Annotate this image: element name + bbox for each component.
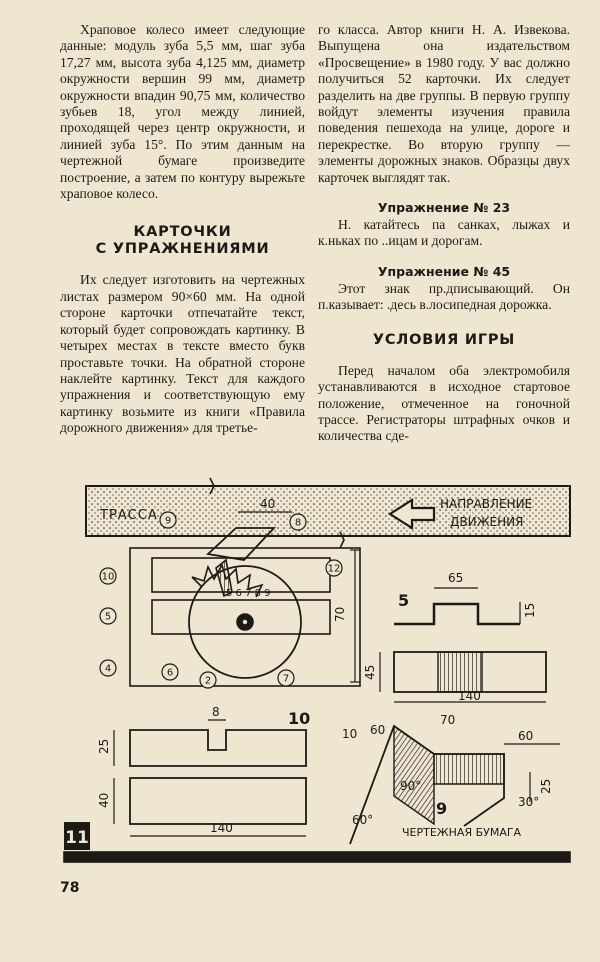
callout-circle-8: [289, 513, 307, 531]
technical-drawing: 11 ТРАССА НАПРАВЛЕНИЕ ДВИЖЕНИЯ ЧЕРТЕЖНАЯ…: [60, 472, 572, 867]
callout-circle-6: [161, 663, 179, 681]
part-9-label: 9: [436, 799, 447, 818]
track-break-mark: [209, 477, 215, 495]
callout-label-4: 4: [105, 664, 111, 675]
dim-90deg: 90°: [400, 779, 421, 793]
dim-140-mid: 140: [458, 689, 481, 703]
exercise-45-title: Упражнение № 45: [377, 263, 511, 279]
wheel-digits: 5 6 7 8 9: [226, 588, 271, 599]
callout-label-12: 12: [328, 564, 341, 575]
direction-arrow: [387, 497, 436, 531]
slot-5: [151, 599, 331, 635]
exercise-23-title: Упражнение № 23: [377, 200, 511, 216]
bottom-bar: [63, 851, 571, 863]
games-paragraph: Перед началом оба электромобиля устанавл…: [318, 362, 570, 444]
slot-10: [151, 557, 331, 593]
dim-10: 10: [342, 727, 357, 741]
callout-circle-7: [277, 669, 295, 687]
dim-25-left: 25: [97, 739, 111, 754]
dim-30deg: 30°: [518, 795, 539, 809]
dim-15: 15: [523, 603, 537, 618]
drawing-svg: 11 ТРАССА НАПРАВЛЕНИЕ ДВИЖЕНИЯ ЧЕРТЕЖНАЯ…: [63, 477, 571, 863]
figure-number-box: [64, 822, 90, 850]
ratchet-wheel: [188, 565, 302, 679]
page-number: 78: [60, 880, 80, 896]
cards-heading-line1: КАРТОЧКИ: [133, 224, 232, 241]
dim-45: 45: [363, 665, 377, 680]
callout-label-5: 5: [105, 612, 111, 623]
callout-circle-9: [159, 511, 177, 529]
callout-label-10: 10: [102, 572, 115, 583]
dim-140-bottom: 140: [210, 821, 233, 835]
dim-40-top: 40: [260, 497, 275, 511]
paper-label: ЧЕРТЕЖНАЯ БУМАГА: [402, 826, 522, 839]
dim-40-left: 40: [97, 793, 111, 808]
left-column: Храповое колесо имеет следующие данные: …: [60, 22, 305, 437]
right-column: го класса. Автор книги Н. А. Извекова. В…: [318, 22, 570, 445]
callout-circle-10: [99, 567, 117, 585]
callout-circle-4: [99, 659, 117, 677]
dim-65: 65: [448, 571, 463, 585]
dim-25-right: 25: [539, 779, 553, 794]
callout-label-6: 6: [167, 668, 173, 679]
pawl-arm: [206, 527, 277, 561]
cards-heading: КАРТОЧКИ С УПРАЖНЕНИЯМИ: [60, 224, 305, 258]
part-10-profile: [129, 729, 307, 767]
callout-circle-2: [199, 671, 217, 689]
continuation-paragraph: го класса. Автор книги Н. А. Извекова. В…: [318, 22, 570, 185]
dim-60-a: 60: [370, 723, 385, 737]
ratchet-paragraph: Храповое колесо имеет следующие данные: …: [60, 22, 305, 202]
callout-label-8: 8: [295, 518, 301, 529]
part-5-label: 5: [398, 591, 409, 610]
part-10-plan: [129, 777, 307, 825]
callout-label-7: 7: [283, 674, 289, 685]
dim-60-b: 60: [518, 729, 533, 743]
base-plate: [129, 547, 361, 687]
games-heading: УСЛОВИЯ ИГРЫ: [372, 331, 516, 348]
figure-number: 11: [65, 828, 89, 848]
callout-label-2: 2: [205, 676, 211, 687]
dim-70: 70: [333, 607, 347, 622]
dim-8: 8: [212, 705, 220, 719]
exercise-23-text: Н. катайтесь па санках, лыжах и к.ньках …: [318, 217, 570, 249]
track-label: ТРАССА: [99, 508, 158, 523]
dim-60deg: 60°: [352, 813, 373, 827]
callout-circle-12: [325, 559, 343, 577]
direction-label-2: ДВИЖЕНИЯ: [450, 515, 523, 529]
exercise-45-text: Этот знак пр.дписывающий. Он п.казывает:…: [318, 280, 570, 313]
cards-paragraph: Их следует изготовить на чертежных листа…: [60, 272, 305, 436]
callout-label-9: 9: [165, 516, 171, 527]
cards-heading-line2: С УПРАЖНЕНИЯМИ: [95, 241, 270, 258]
callout-circle-5: [99, 607, 117, 625]
part-10-label: 10: [288, 709, 310, 728]
direction-label-1: НАПРАВЛЕНИЕ: [440, 497, 532, 511]
dim-70-b: 70: [440, 713, 455, 727]
part-5-profile: [394, 602, 520, 626]
